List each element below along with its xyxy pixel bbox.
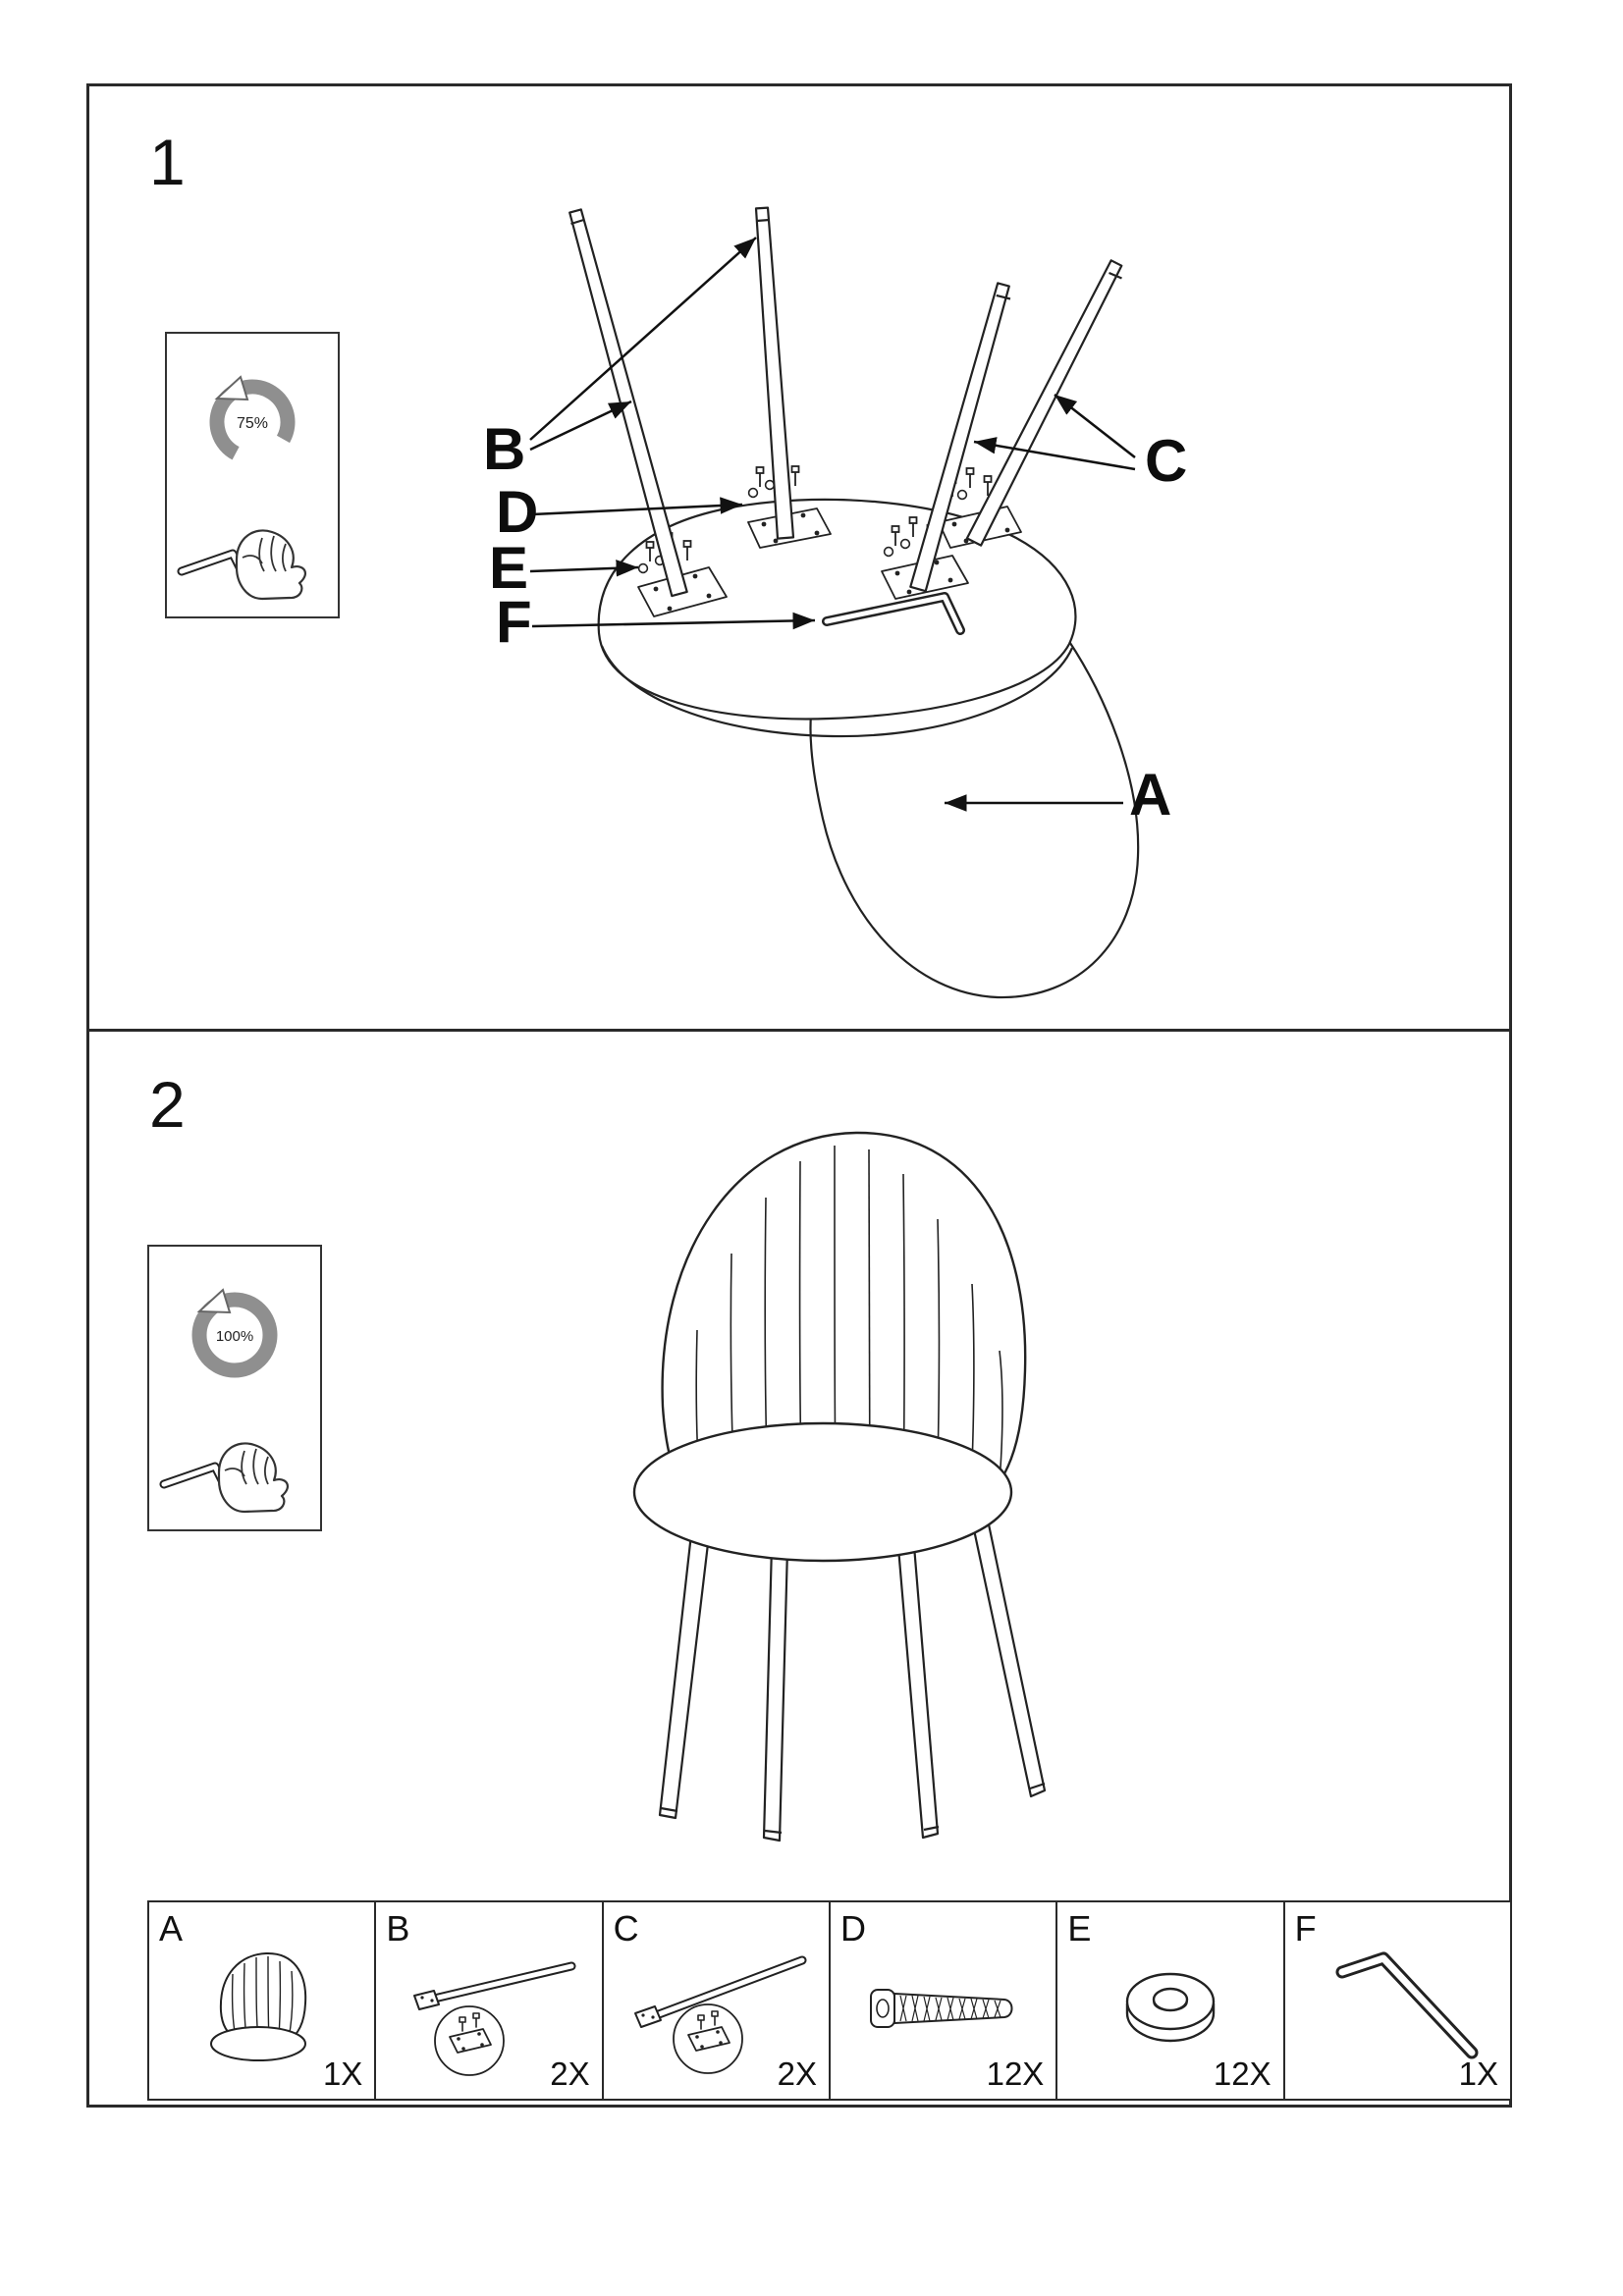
progress-75-icon: 75% bbox=[209, 375, 296, 465]
panel-divider bbox=[86, 1029, 1512, 1032]
seat-underside-top bbox=[597, 498, 1077, 738]
bolt-icon bbox=[869, 1989, 1013, 2028]
step-2-tool-box: 100% bbox=[147, 1245, 322, 1531]
assembled-chair-illustration bbox=[632, 1131, 1047, 1842]
part-qty: 12X bbox=[986, 2056, 1045, 2092]
step-2-number: 2 bbox=[149, 1068, 186, 1141]
part-qty: 12X bbox=[1213, 2056, 1271, 2092]
callout-arrows bbox=[529, 237, 1136, 812]
chair-seat bbox=[632, 1421, 1013, 1563]
leg-with-plate-icon bbox=[634, 1955, 807, 2074]
part-qty: 2X bbox=[550, 2056, 590, 2092]
leg-with-plate-icon bbox=[412, 1961, 576, 2076]
part-letter: C bbox=[613, 1908, 639, 1949]
callout-label-c: C bbox=[1145, 428, 1188, 494]
plate-holes bbox=[653, 510, 1010, 612]
step-1-tool-box: 75% bbox=[165, 332, 340, 618]
parts-list: A 1X B bbox=[147, 1900, 1512, 2101]
part-cell-f: F 1X bbox=[1285, 1902, 1510, 2099]
seat-shell-icon bbox=[209, 1951, 306, 2061]
part-letter: B bbox=[386, 1908, 410, 1949]
washer-icon bbox=[1125, 1972, 1216, 2043]
part-qty: 1X bbox=[1458, 2056, 1498, 2092]
part-qty: 1X bbox=[322, 2056, 363, 2092]
part-letter: E bbox=[1067, 1908, 1092, 1949]
hand-with-allen-key-icon bbox=[177, 529, 306, 601]
callout-label-e: E bbox=[489, 535, 529, 601]
part-cell-c: C 2X bbox=[604, 1902, 831, 2099]
part-letter: A bbox=[159, 1908, 184, 1949]
part-letter: D bbox=[839, 1908, 866, 1949]
progress-75-label: 75% bbox=[237, 415, 268, 432]
part-cell-d: D 12X bbox=[831, 1902, 1058, 2099]
part-cell-a: A 1X bbox=[149, 1902, 377, 2099]
part-letter: F bbox=[1294, 1908, 1317, 1949]
allen-key-on-seat bbox=[822, 592, 965, 635]
callout-label-d: D bbox=[496, 479, 539, 545]
callout-label-a: A bbox=[1129, 762, 1172, 828]
callout-label-f: F bbox=[496, 589, 532, 655]
seat-shell-underside bbox=[809, 638, 1140, 999]
progress-100-icon: 100% bbox=[191, 1288, 278, 1378]
part-cell-b: B 2X bbox=[376, 1902, 604, 2099]
progress-100-label: 100% bbox=[216, 1328, 253, 1345]
allen-key-icon bbox=[1335, 1951, 1479, 2059]
part-qty: 2X bbox=[777, 2056, 817, 2092]
callout-label-b: B bbox=[483, 416, 526, 482]
part-cell-e: E 12X bbox=[1057, 1902, 1285, 2099]
step-1-illustration bbox=[529, 206, 1140, 999]
legs bbox=[568, 206, 1123, 598]
step-1-number: 1 bbox=[149, 126, 186, 198]
hand-with-allen-key-icon bbox=[159, 1442, 289, 1514]
sheet-frame bbox=[86, 83, 1512, 2108]
